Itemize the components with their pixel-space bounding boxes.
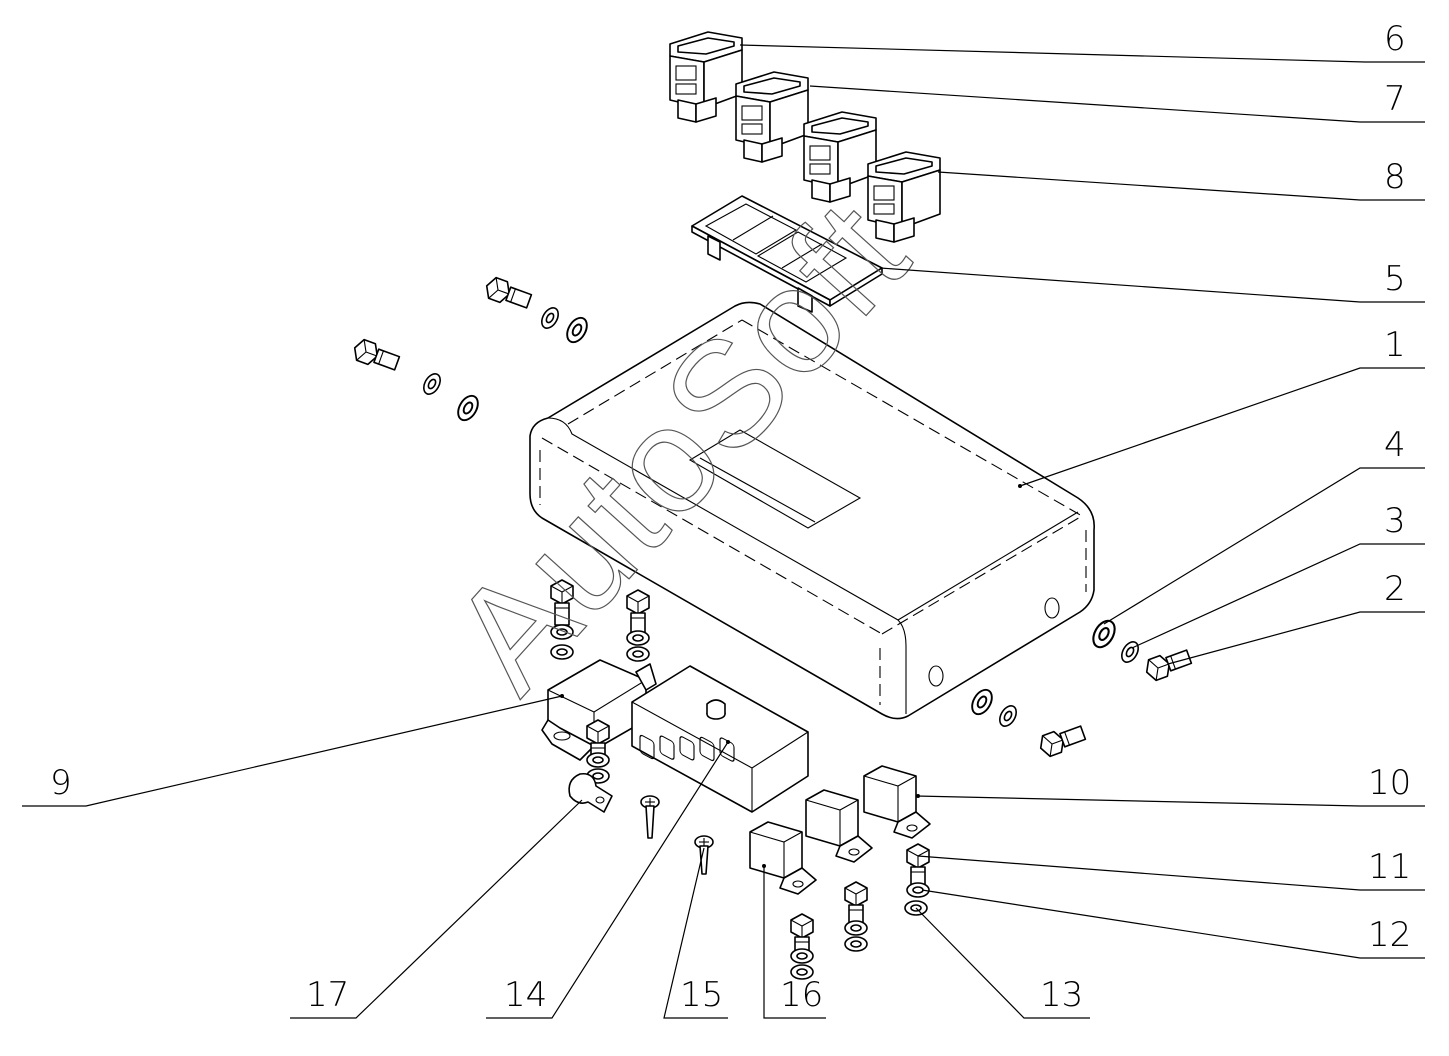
callout-9: 9 [50,763,72,803]
screw-15a [640,795,660,839]
fuse-block [631,665,809,813]
relay-middle [805,789,873,863]
callout-11: 11 [1368,847,1411,887]
callout-3: 3 [1384,501,1406,541]
enclosure-box [529,301,1095,720]
callout-7: 7 [1384,79,1406,119]
callout-15: 15 [680,975,723,1015]
callout-17: 17 [306,975,349,1015]
relay-10 [863,765,931,839]
callout-labels: 6 7 8 5 1 4 3 2 10 11 12 13 16 15 14 17 … [50,19,1411,1015]
switch-frame [691,195,883,313]
screw-15b [694,835,714,875]
callout-10: 10 [1368,763,1411,803]
callout-8: 8 [1384,157,1406,197]
bolt-upper-left [482,274,592,347]
callout-4: 4 [1384,425,1406,465]
rocker-switch-6 [669,31,743,123]
bolt-lower-left [350,336,483,425]
callout-1: 1 [1384,325,1406,365]
bolt-set-11 [904,843,930,916]
leader-lines [22,44,1425,1019]
relay-with-bracket [541,659,657,761]
bolt-set-lower-b [790,913,814,980]
callout-16: 16 [780,975,823,1015]
bolt-set-9c [586,719,610,784]
bolt-set-lower-a [844,881,868,952]
callout-13: 13 [1040,975,1083,1015]
rocker-switch-7 [735,71,809,163]
callout-5: 5 [1384,259,1406,299]
callout-14: 14 [504,975,547,1015]
callout-12: 12 [1368,915,1411,955]
bolt-front [967,685,1088,760]
fuse-slots [639,734,735,762]
callout-2: 2 [1384,569,1406,609]
callout-6: 6 [1384,19,1406,59]
